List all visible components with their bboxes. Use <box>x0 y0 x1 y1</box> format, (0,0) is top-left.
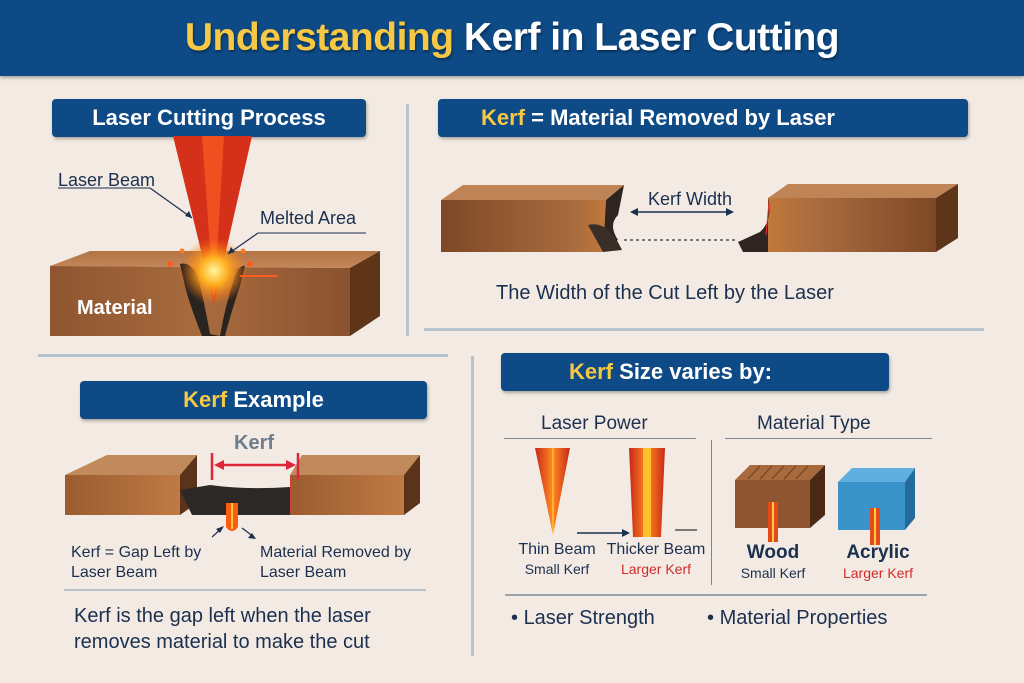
thicker-beam-name: Thicker Beam <box>606 541 706 558</box>
material-type-underline <box>725 438 932 439</box>
material-label: Material <box>77 297 153 319</box>
example-heading-rest: Example <box>233 387 324 412</box>
header-banner: Understanding Kerf in Laser Cutting <box>0 0 1024 76</box>
acrylic-item: Acrylic Larger Kerf <box>828 542 928 581</box>
wood-name: Wood <box>746 542 800 563</box>
definition-heading-highlight: Kerf <box>481 105 526 130</box>
variation-bottom-divider <box>505 594 927 596</box>
process-heading-text: Laser Cutting Process <box>92 105 326 130</box>
material-type-title: Material Type <box>757 413 871 434</box>
acrylic-result: Larger Kerf <box>842 565 914 581</box>
bullet-laser-strength: • Laser Strength <box>511 607 655 629</box>
laser-cutting-illustration <box>50 136 380 336</box>
example-heading: Kerf Example <box>80 381 427 419</box>
kerf-gap-note-line1: Kerf = Gap Left by <box>71 544 202 561</box>
title-rest: Kerf in Laser Cutting <box>463 16 840 59</box>
thicker-beam-result: Larger Kerf <box>620 561 692 577</box>
variation-inner-divider <box>711 440 712 585</box>
kerf-width-illustration <box>441 184 958 252</box>
kerf-summary-line1: Kerf is the gap left when the laser <box>74 605 371 627</box>
laser-power-title: Laser Power <box>541 413 648 434</box>
material-comparison-illustration <box>735 465 915 545</box>
material-removed-note-line2: Laser Beam <box>260 564 347 581</box>
variation-heading: Kerf Size varies by: <box>501 353 889 391</box>
vertical-divider-top <box>406 104 409 336</box>
kerf-example-illustration <box>65 453 420 539</box>
example-heading-highlight: Kerf <box>183 387 228 412</box>
kerf-width-label: Kerf Width <box>648 189 733 209</box>
kerf-summary-line2: removes material to make the cut <box>74 631 370 653</box>
process-heading: Laser Cutting Process <box>52 99 366 137</box>
kerf-summary: Kerf is the gap left when the laser remo… <box>74 603 371 655</box>
definition-caption: The Width of the Cut Left by the Laser <box>496 282 834 304</box>
example-divider <box>64 589 426 591</box>
acrylic-name: Acrylic <box>846 542 910 563</box>
definition-heading: Kerf = Material Removed by Laser <box>438 99 968 137</box>
beam-comparison-illustration <box>535 448 697 537</box>
thin-beam-name: Thin Beam <box>518 541 596 558</box>
variation-heading-rest: Size varies by: <box>619 359 773 384</box>
title-highlight: Understanding <box>184 16 454 59</box>
laser-beam-label: Laser Beam <box>58 170 156 190</box>
material-removed-note-line1: Material Removed by <box>260 544 412 561</box>
kerf-dimension-label: Kerf <box>234 432 275 454</box>
page-title: Understanding Kerf in Laser Cutting <box>184 16 840 60</box>
definition-heading-rest: = Material Removed by Laser <box>531 105 835 130</box>
melted-area-label: Melted Area <box>260 208 357 228</box>
bullet-material-properties: • Material Properties <box>707 607 888 629</box>
variation-heading-highlight: Kerf <box>569 359 614 384</box>
thin-beam-result: Small Kerf <box>524 561 590 577</box>
vertical-divider-bottom <box>471 356 474 656</box>
material-removed-note: Material Removed by Laser Beam <box>260 543 411 583</box>
horizontal-divider-left <box>38 354 448 357</box>
wood-item: Wood Small Kerf <box>728 542 818 581</box>
bullet-laser-strength-text: Laser Strength <box>523 607 655 629</box>
horizontal-divider-top-right <box>424 328 984 331</box>
kerf-gap-note-line2: Laser Beam <box>71 564 158 581</box>
thin-beam-item: Thin Beam Small Kerf <box>512 541 602 577</box>
thicker-beam-item: Thicker Beam Larger Kerf <box>604 541 708 577</box>
kerf-gap-note: Kerf = Gap Left by Laser Beam <box>71 543 201 583</box>
laser-power-underline <box>504 438 696 439</box>
wood-result: Small Kerf <box>740 565 806 581</box>
bullet-material-properties-text: Material Properties <box>719 607 888 629</box>
